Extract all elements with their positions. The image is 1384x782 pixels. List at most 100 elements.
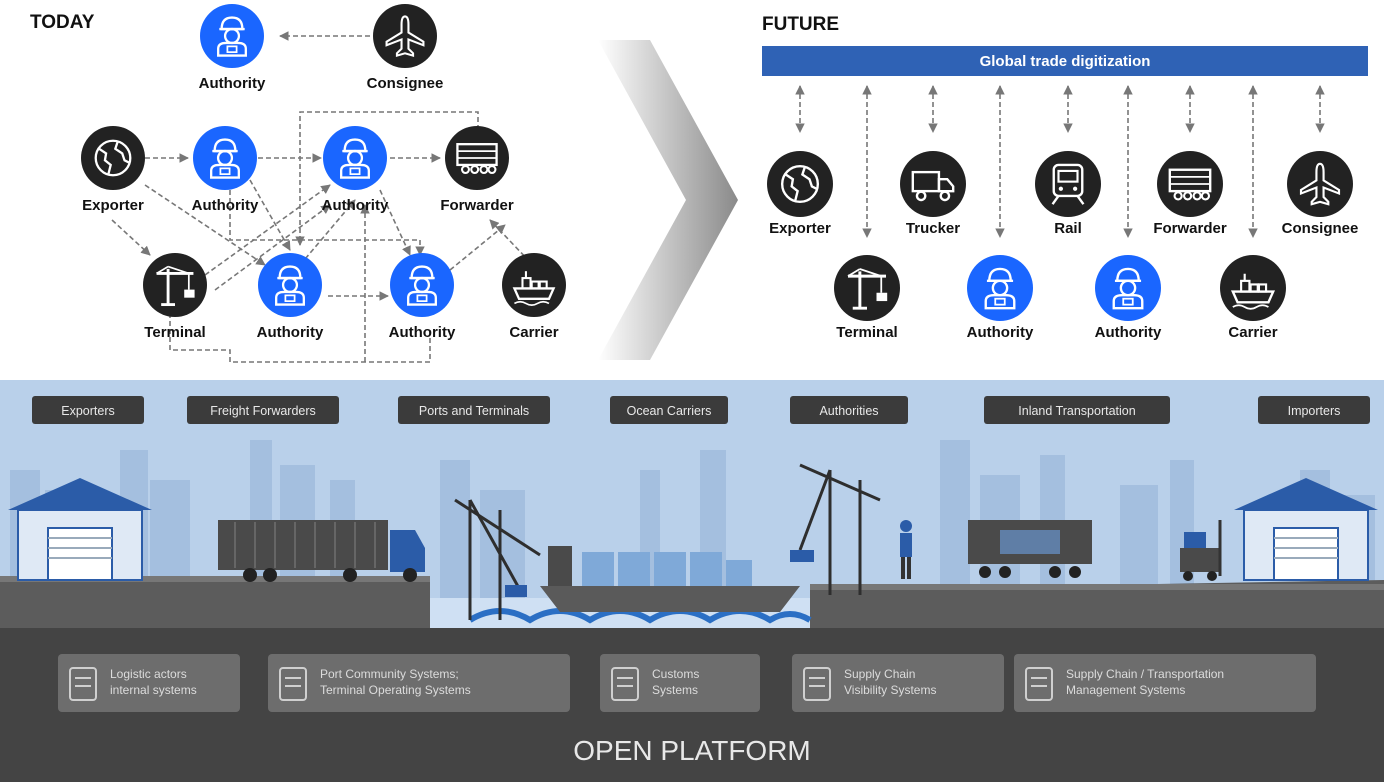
node-circle bbox=[373, 4, 437, 68]
system-box-line1: Supply Chain / Transportation bbox=[1066, 667, 1224, 681]
node-circle bbox=[767, 151, 833, 217]
open-platform-illustration: Exporters Freight Forwarders Ports and Ter… bbox=[0, 380, 1384, 782]
actor-tag-label: Ports and Terminals bbox=[419, 404, 529, 418]
future-node-f-rail: Rail bbox=[1035, 151, 1101, 237]
magnifier-warehouse-icon bbox=[803, 667, 831, 701]
node-label: Exporter bbox=[769, 220, 831, 237]
node-circle bbox=[193, 126, 257, 190]
system-box-line1: Supply Chain bbox=[844, 667, 915, 681]
actor-tag-bg bbox=[984, 396, 1170, 424]
system-box-line1: Customs bbox=[652, 667, 699, 681]
future-connections bbox=[795, 85, 1325, 238]
system-box-bg bbox=[792, 654, 1004, 712]
future-node-f-exporter: Exporter bbox=[767, 151, 833, 237]
node-label: Terminal bbox=[836, 324, 897, 341]
actor-tag-label: Freight Forwarders bbox=[210, 404, 316, 418]
node-label: Terminal bbox=[144, 324, 205, 341]
node-circle bbox=[81, 126, 145, 190]
future-node-f-consignee: Consignee bbox=[1282, 151, 1359, 237]
today-node-t-forwarder: Forwarder bbox=[440, 126, 514, 214]
actor-tag-label: Authorities bbox=[819, 404, 878, 418]
container-ship bbox=[540, 546, 800, 612]
future-node-f-authority-2: Authority bbox=[1095, 255, 1162, 341]
water-waves bbox=[468, 608, 812, 624]
today-node-t-exporter: Exporter bbox=[81, 126, 145, 214]
today-node-t-authority-3: Authority bbox=[257, 253, 324, 341]
node-label: Consignee bbox=[1282, 220, 1359, 237]
actor-tag: Exporters bbox=[32, 396, 144, 424]
node-label: Exporter bbox=[82, 197, 144, 214]
today-heading: TODAY bbox=[30, 12, 95, 33]
forklift-boxes-icon bbox=[1025, 667, 1053, 701]
actor-tag: Freight Forwarders bbox=[187, 396, 339, 424]
system-box-bg bbox=[600, 654, 760, 712]
today-node-t-terminal: Terminal bbox=[143, 253, 207, 341]
port-crane-right bbox=[790, 463, 881, 595]
actor-tag: Ocean Carriers bbox=[610, 396, 728, 424]
node-label: Trucker bbox=[906, 220, 960, 237]
system-box-line2: Visibility Systems bbox=[844, 683, 936, 697]
actor-tag-bg bbox=[398, 396, 550, 424]
node-label: Rail bbox=[1054, 220, 1082, 237]
node-label: Carrier bbox=[509, 324, 558, 341]
system-box: Port Community Systems;Terminal Operatin… bbox=[268, 654, 570, 712]
system-box-bg bbox=[58, 654, 240, 712]
actor-tag-bg bbox=[610, 396, 728, 424]
actor-tag: Ports and Terminals bbox=[398, 396, 550, 424]
dock-worker bbox=[900, 520, 912, 579]
node-circle bbox=[1035, 151, 1101, 217]
transition-chevron bbox=[598, 40, 738, 360]
customs-document-icon bbox=[611, 667, 639, 701]
future-node-f-trucker: Trucker bbox=[900, 151, 966, 237]
quay-left bbox=[0, 580, 430, 628]
container-truck bbox=[218, 520, 425, 582]
today-node-t-authority-1: Authority bbox=[192, 126, 259, 214]
global-trade-digitization-bar bbox=[762, 46, 1368, 76]
actor-tag-bg bbox=[1258, 396, 1370, 424]
node-label: Authority bbox=[1095, 324, 1162, 341]
system-box-line1: Port Community Systems; bbox=[320, 667, 459, 681]
today-node-t-authority-4: Authority bbox=[389, 253, 456, 341]
actor-tag-label: Inland Transportation bbox=[1018, 404, 1135, 418]
node-circle bbox=[143, 253, 207, 317]
node-label: Consignee bbox=[367, 75, 444, 92]
system-box-line2: internal systems bbox=[110, 683, 197, 697]
system-box: Supply Chain / TransportationManagement … bbox=[1014, 654, 1316, 712]
node-label: Forwarder bbox=[440, 197, 514, 214]
node-circle bbox=[900, 151, 966, 217]
node-circle bbox=[834, 255, 900, 321]
future-node-f-carrier: Carrier bbox=[1220, 255, 1286, 341]
today-node-t-carrier: Carrier bbox=[502, 253, 566, 341]
node-label: Forwarder bbox=[1153, 220, 1227, 237]
node-label: Authority bbox=[257, 324, 324, 341]
node-circle bbox=[323, 126, 387, 190]
node-circle bbox=[258, 253, 322, 317]
warehouse-right bbox=[1234, 478, 1378, 581]
system-box-bg bbox=[1014, 654, 1316, 712]
future-node-f-terminal: Terminal bbox=[834, 255, 900, 341]
quay-right bbox=[810, 580, 1384, 628]
warehouse-left bbox=[8, 478, 152, 581]
today-connections bbox=[111, 31, 531, 363]
node-circle bbox=[1287, 151, 1353, 217]
node-circle bbox=[502, 253, 566, 317]
port-crane-left bbox=[454, 498, 541, 620]
system-box-bg bbox=[268, 654, 570, 712]
node-label: Authority bbox=[322, 197, 389, 214]
system-box-line2: Management Systems bbox=[1066, 683, 1185, 697]
node-label: Authority bbox=[967, 324, 1034, 341]
node-label: Authority bbox=[199, 75, 266, 92]
open-platform-title: OPEN PLATFORM bbox=[573, 735, 811, 766]
node-circle bbox=[200, 4, 264, 68]
warehouse-gear-icon bbox=[279, 667, 307, 701]
global-trade-digitization-label: Global trade digitization bbox=[980, 53, 1151, 70]
rail-wagon bbox=[968, 520, 1092, 578]
node-label: Authority bbox=[192, 197, 259, 214]
today-node-t-authority-2: Authority bbox=[322, 126, 389, 214]
actor-tag-label: Exporters bbox=[61, 404, 115, 418]
node-circle bbox=[967, 255, 1033, 321]
tablet-document-icon bbox=[69, 667, 97, 701]
node-label: Carrier bbox=[1228, 324, 1277, 341]
